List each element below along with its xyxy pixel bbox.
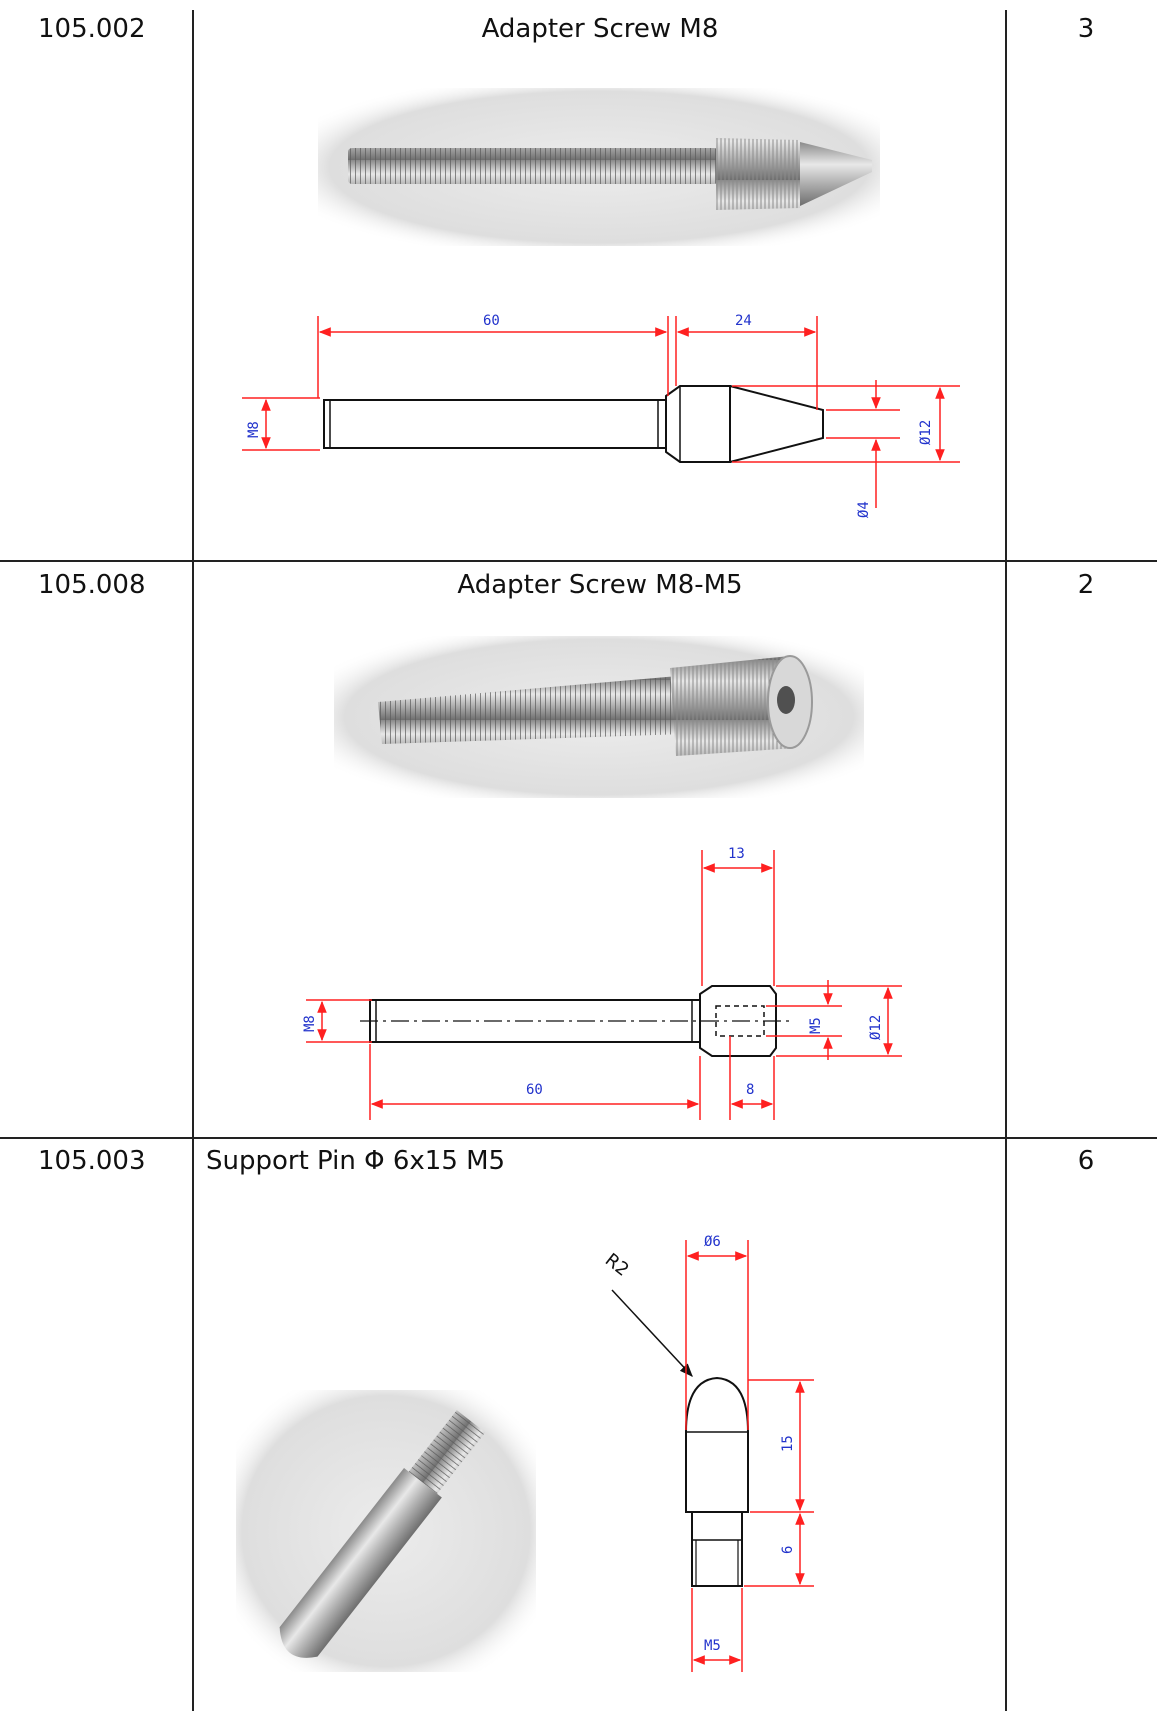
part-name: Adapter Screw M8	[481, 14, 719, 44]
part-name: Adapter Screw M8-M5	[457, 570, 743, 600]
dim-label: Ø6	[704, 1234, 721, 1250]
dim-label: 60	[526, 1082, 543, 1098]
dim-label: 60	[483, 313, 500, 329]
dim-label: 6	[780, 1546, 796, 1554]
drawing-adapter-screw-m8	[323, 385, 824, 463]
dim-label: 15	[780, 1435, 796, 1452]
dim-label: M8	[302, 1015, 318, 1032]
pin-body	[279, 1467, 442, 1658]
threaded-hole	[777, 686, 795, 714]
drawing-support-pin	[611, 1289, 749, 1587]
dim-label: M5	[704, 1638, 721, 1654]
dimensions-row-2	[306, 850, 902, 1120]
cone-tip	[800, 142, 872, 206]
knurled-head	[716, 138, 800, 210]
knurled-head	[670, 656, 796, 756]
dim-label: M8	[246, 421, 262, 438]
thread-shaft	[348, 148, 718, 184]
part-name: Support Pin Φ 6x15 M5	[206, 1146, 506, 1176]
dim-label: 13	[728, 846, 745, 862]
photo-support-pin	[236, 1390, 536, 1672]
drawing-adapter-screw-m8-m5	[360, 985, 790, 1057]
dim-label: Ø12	[918, 420, 934, 445]
row-divider-2	[0, 1137, 1157, 1139]
part-quantity: 6	[1077, 1146, 1095, 1176]
photo-adapter-screw-m8-m5	[334, 636, 864, 798]
dimensions-row-1	[242, 316, 960, 508]
column-divider-2	[1005, 10, 1007, 1711]
dim-label: Ø4	[856, 501, 872, 518]
thread-shaft	[378, 676, 686, 744]
row-divider-1	[0, 560, 1157, 562]
part-code: 105.003	[38, 1146, 146, 1176]
part-code: 105.002	[38, 14, 146, 44]
part-quantity: 2	[1077, 570, 1095, 600]
part-quantity: 3	[1077, 14, 1095, 44]
dim-label: Ø12	[868, 1015, 884, 1040]
photo-adapter-screw-m8	[318, 88, 880, 246]
dim-label: 24	[735, 313, 752, 329]
dim-label: R2	[601, 1249, 633, 1280]
part-code: 105.008	[38, 570, 146, 600]
pin-thread	[408, 1410, 486, 1494]
column-divider-1	[192, 10, 194, 1711]
dim-label: M5	[808, 1017, 824, 1034]
dimensions-row-3	[685, 1240, 814, 1672]
dim-label: 8	[746, 1082, 754, 1098]
